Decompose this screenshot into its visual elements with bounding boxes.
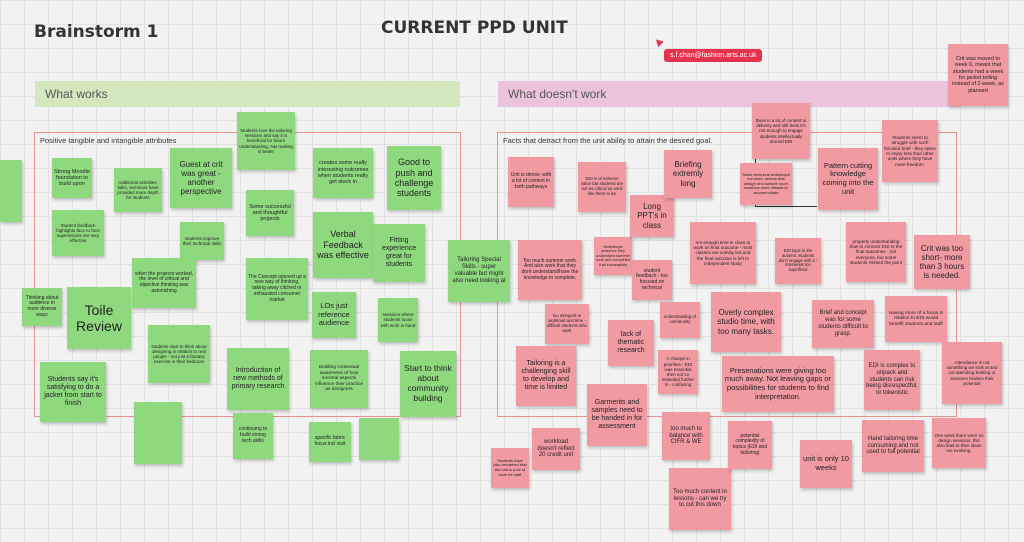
sticky-note[interactable]: Thinking about audience in more diverse … (22, 288, 62, 326)
sticky-note[interactable]: Verbal Feedback was effective (313, 212, 373, 278)
sticky-note[interactable]: EDI is complex to unpack and students ca… (864, 350, 920, 410)
sticky-note[interactable]: when the projects worked, the level of c… (132, 258, 196, 308)
works-frame-title: Positive tangible and intangible attribu… (40, 136, 177, 145)
sticky-note[interactable]: properly understanding how to connect ED… (846, 222, 906, 282)
sticky-note[interactable]: specific fabric focus incl visit (309, 422, 351, 462)
sticky-note[interactable]: Crit was too short- more than 3 hours is… (914, 235, 970, 289)
sticky-note[interactable]: Attendance is not something we look at a… (942, 342, 1002, 404)
sticky-note[interactable]: Garments and samples need to be handed i… (587, 384, 647, 446)
sticky-note[interactable]: Having more of a focus in relation to ED… (885, 296, 947, 342)
sticky-note[interactable]: The Concept opened up a new way of think… (246, 258, 308, 320)
sticky-note[interactable]: Some successful and thoughtful projects (246, 190, 294, 236)
collaborator-label: s.f.chan@fashion.arts.ac.uk (664, 49, 763, 62)
sticky-note[interactable]: Presenations were giving too much away. … (722, 356, 834, 412)
sticky-note[interactable]: understanding of community (660, 302, 700, 338)
collaborator-cursor-icon (653, 36, 664, 48)
sticky-note[interactable]: Building contextual awareness of how soc… (310, 350, 368, 408)
sticky-note[interactable]: Pattern cutting knowledge coming into th… (818, 148, 878, 210)
board-title: Brainstorm 1 (34, 22, 159, 42)
sticky-note[interactable]: EDI is of extreme value but students are… (578, 162, 626, 212)
sticky-note[interactable]: Start to think about community building (400, 351, 456, 417)
sticky-note[interactable]: LOs just reference audience (312, 292, 356, 338)
sticky-note[interactable]: students improve their technical skills (180, 222, 224, 260)
sticky-note[interactable]: Introduction of new methods of primary r… (227, 348, 289, 410)
sticky-note[interactable]: Overly complex studio time, with too man… (711, 292, 781, 352)
sticky-note[interactable]: potential complexity of topics (EDI and … (728, 421, 772, 469)
sticky-note[interactable]: Additional activities, talks, seminars h… (114, 168, 162, 212)
sticky-note[interactable]: not enough time in class to work on fina… (690, 222, 756, 284)
sticky-note[interactable]: A change in priorities - EDI was essenti… (658, 350, 698, 394)
sticky-note[interactable]: Toile Review (67, 287, 131, 349)
sticky-note[interactable]: continuing to build strong tech skills (233, 413, 273, 459)
sticky-note[interactable]: Tailoring is a challenging skill to deve… (516, 346, 576, 406)
sticky-note[interactable]: Strong Moodle foundation to build upon (52, 158, 92, 198)
sticky-note[interactable]: sessions where students loose with work … (378, 298, 418, 342)
connector-line (755, 206, 817, 207)
sticky-note[interactable]: Guest at crit was great - another perspe… (170, 148, 232, 208)
sticky-note[interactable] (359, 418, 399, 460)
sticky-note[interactable]: too much to balance with CIFR & WE (662, 412, 710, 460)
sticky-note[interactable]: too stringent re workload and time - dif… (545, 304, 589, 344)
sticky-note[interactable]: creates some really interesting outcomes… (313, 148, 373, 198)
sticky-note[interactable]: workload doesn't reflect 20 credit unit (532, 428, 580, 470)
sticky-note[interactable] (134, 402, 182, 464)
sticky-note[interactable]: lack of thematic research (608, 320, 654, 366)
board-heading: CURRENT PPD UNIT (381, 18, 568, 38)
sticky-note[interactable]: there is a lot of content to delivery an… (752, 103, 810, 159)
sticky-note[interactable]: student feedback - too focused on techni… (632, 260, 672, 300)
sticky-note[interactable]: Tailoring Special Skills - super valuabl… (448, 240, 510, 302)
sticky-note[interactable]: Students seem to struggle with such focu… (882, 120, 938, 182)
sticky-note[interactable]: Brief and concept was for some students … (812, 300, 874, 348)
sticky-note[interactable]: Some technical workshops cut short, mean… (740, 163, 792, 205)
sticky-note[interactable]: Fitting experience great for students (373, 224, 425, 282)
sticky-note[interactable]: One week there were no design sessions: … (932, 418, 986, 468)
sticky-note[interactable]: students start to think about designing … (148, 325, 210, 383)
sticky-note[interactable]: Crit was moved to week 6, meant that stu… (948, 44, 1008, 106)
sticky-note[interactable]: Workshops presence they understand summe… (594, 237, 632, 275)
what-works-band[interactable]: What works (35, 81, 460, 107)
sticky-note[interactable] (0, 160, 22, 222)
sticky-note[interactable]: Briefing extremly long (664, 150, 712, 198)
sticky-note[interactable]: Hand tailoring time consuming and not us… (862, 420, 924, 472)
sticky-note[interactable]: Too much summer work. And also work that… (518, 240, 582, 300)
sticky-note[interactable]: Good to push and challenge students (387, 146, 441, 210)
sticky-note[interactable]: Students have also remarked that the uni… (491, 448, 529, 488)
sticky-note[interactable]: Unit is dense, with a lot of content in … (508, 157, 554, 207)
sticky-note[interactable]: Too much content in lessons - can we try… (669, 468, 731, 530)
sticky-note[interactable]: Students say it's satisfying to do a jac… (40, 362, 106, 422)
sticky-note[interactable]: unit is only 10 weeks (800, 440, 852, 488)
what-doesnt-work-band[interactable]: What doesn't work (498, 81, 960, 107)
doesnt-work-frame-title: Facts that detract from the unit ability… (503, 136, 713, 145)
sticky-note[interactable]: Students love the tailoring sessions and… (237, 112, 295, 170)
sticky-note[interactable]: Long PPT's in class (630, 195, 674, 237)
sticky-note[interactable]: EDI topic in the autumn, students don't … (775, 238, 821, 284)
sticky-note[interactable]: Student feedback highlights face to face… (52, 210, 104, 256)
